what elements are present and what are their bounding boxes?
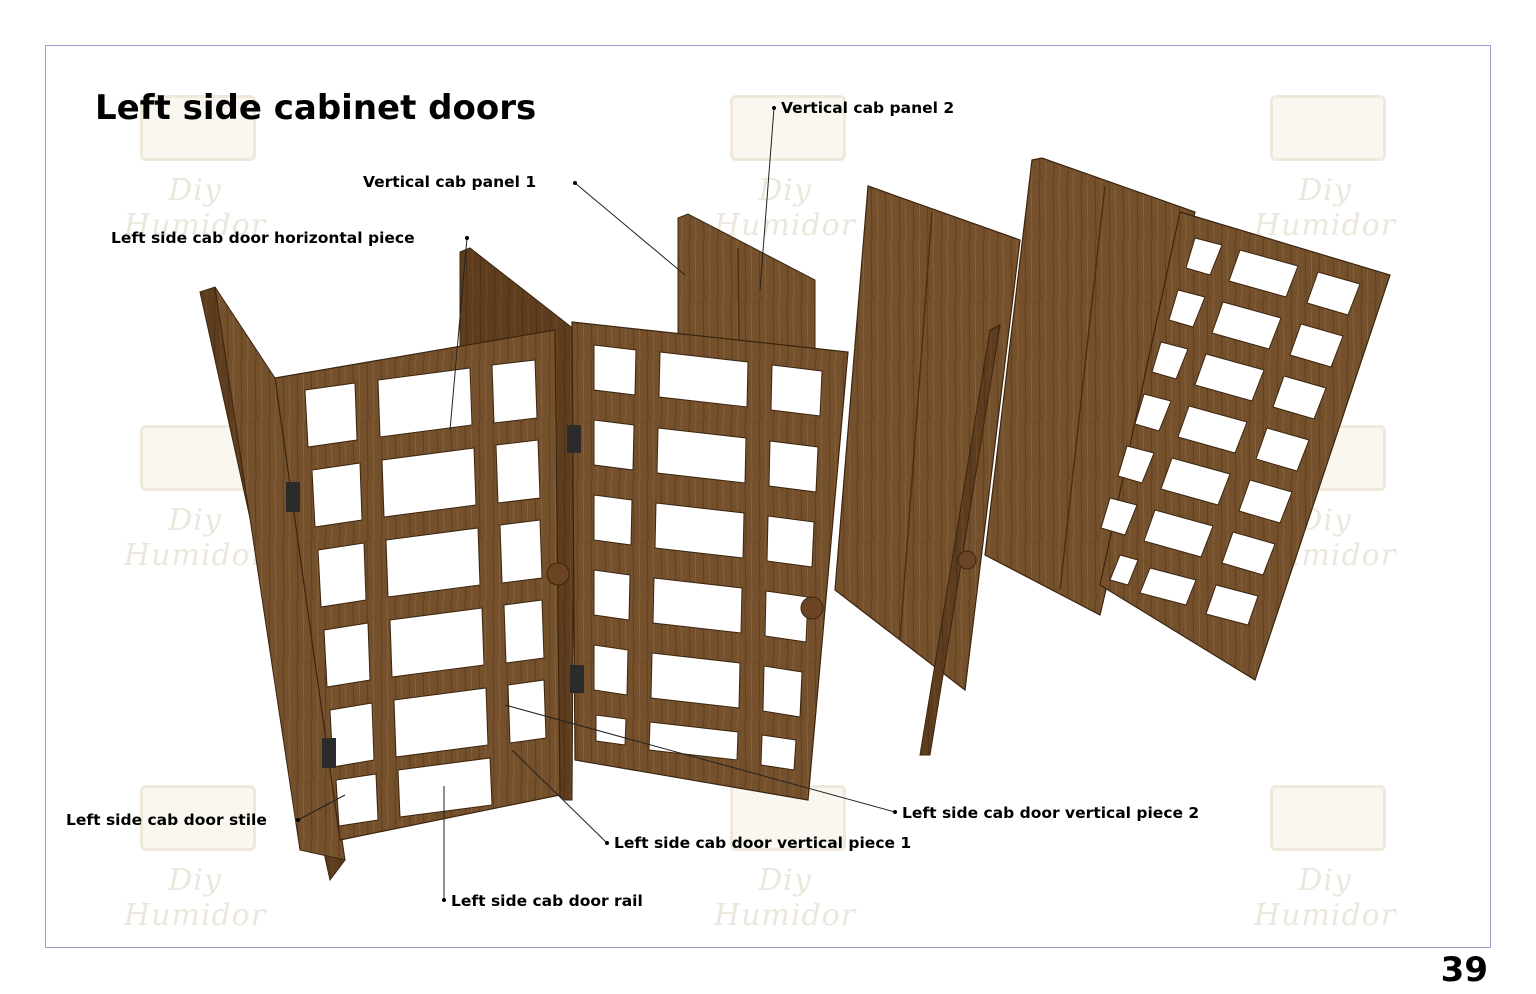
watermark-text: Diy Humidor [123, 863, 267, 933]
page-frame [45, 45, 1491, 948]
label-horizontal-piece: Left side cab door horizontal piece [111, 229, 415, 247]
solid-door-1-stile [919, 324, 1001, 756]
label-vertical-piece-1: Left side cab door vertical piece 1 [614, 834, 912, 852]
solid-door-1 [834, 185, 1021, 692]
page-title: Left side cabinet doors [95, 88, 537, 128]
hinge-icon [567, 425, 581, 453]
watermark-text: Diy Humidor [123, 503, 267, 573]
watermark-text: Diy Humidor [1253, 173, 1397, 243]
hinge-icon [322, 738, 336, 768]
label-vertical-cab-panel-2: Vertical cab panel 2 [781, 99, 955, 117]
watermark-logo-icon [730, 95, 846, 161]
watermark: Diy Humidor [685, 785, 885, 933]
watermark: Diy Humidor [1225, 95, 1425, 243]
page-number: 39 [1440, 950, 1488, 990]
watermark-text: Diy Humidor [713, 173, 857, 243]
door-1-frame [274, 329, 570, 841]
door-knob-icon [957, 550, 977, 570]
door-knob-icon [800, 596, 824, 620]
watermark-logo-icon [140, 785, 256, 851]
door-knob-icon [546, 562, 570, 586]
watermark-logo-icon [1270, 785, 1386, 851]
hinge-icon [570, 665, 584, 693]
door-3-frame [1099, 211, 1391, 681]
watermark: Diy Humidor [95, 95, 295, 243]
watermark-logo-icon [1270, 95, 1386, 161]
watermark-text: Diy Humidor [123, 173, 267, 243]
label-rail: Left side cab door rail [451, 892, 643, 910]
door-2-frame [567, 321, 849, 801]
watermark-text: Diy Humidor [1253, 863, 1397, 933]
label-vertical-piece-2: Left side cab door vertical piece 2 [902, 804, 1200, 822]
watermark-logo-icon [140, 95, 256, 161]
watermark: Diy Humidor [95, 785, 295, 933]
watermark: Diy Humidor [685, 95, 885, 243]
hinge-icon [286, 482, 300, 512]
label-vertical-cab-panel-1: Vertical cab panel 1 [363, 173, 537, 191]
watermark-text: Diy Humidor [713, 863, 857, 933]
left-stile-face [214, 286, 346, 861]
watermark: Diy Humidor [1225, 785, 1425, 933]
label-stile: Left side cab door stile [66, 811, 267, 829]
callout-leaders [297, 107, 896, 900]
